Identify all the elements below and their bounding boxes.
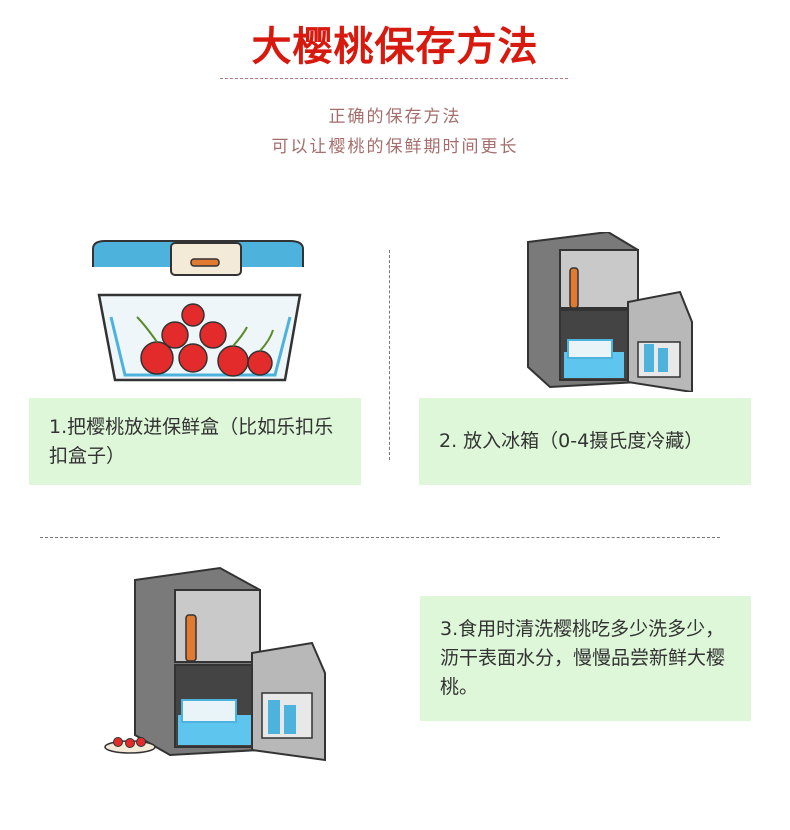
section-divider xyxy=(40,537,720,538)
container-icon xyxy=(92,240,304,382)
step-2-card: 2. 放入冰箱（0-4摄氏度冷藏） xyxy=(419,398,751,485)
fridge-icon xyxy=(527,232,693,392)
fridge-with-cherries-icon xyxy=(104,566,326,762)
subtitle-line-2: 可以让樱桃的保鲜期时间更长 xyxy=(271,137,519,157)
page-title: 大樱桃保存方法 xyxy=(251,24,539,70)
step-3-text: 3.食用时清洗樱桃吃多少洗多少，沥干表面水分，慢慢品尝新鲜大樱桃。 xyxy=(440,618,726,698)
vertical-divider xyxy=(389,250,390,460)
title-divider xyxy=(220,78,568,79)
step-2-text: 2. 放入冰箱（0-4摄氏度冷藏） xyxy=(439,430,704,452)
step-1-card: 1.把樱桃放进保鲜盒（比如乐扣乐扣盒子） xyxy=(29,398,361,485)
step-3-card: 3.食用时清洗樱桃吃多少洗多少，沥干表面水分，慢慢品尝新鲜大樱桃。 xyxy=(420,596,751,721)
subtitle-line-1: 正确的保存方法 xyxy=(328,107,462,127)
step-1-text: 1.把樱桃放进保鲜盒（比如乐扣乐扣盒子） xyxy=(49,415,334,467)
